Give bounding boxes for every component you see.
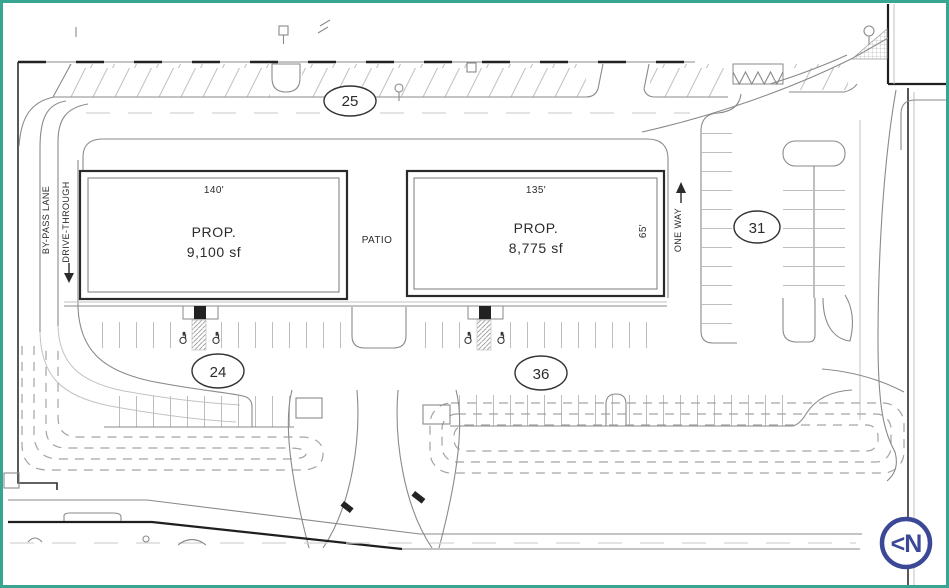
building-2-entrance [467,305,504,351]
drive-through-label: DRIVE-THROUGH [61,181,71,262]
drive-through-queue-lanes [21,346,905,474]
angled-stalls [650,64,726,97]
east-parking-lot: 31 [700,93,861,420]
stall-island [271,63,301,93]
one-way-lane: ONE WAY [673,182,686,252]
building-2-label: PROP. [514,220,559,236]
north-arrow-icon: <N [879,516,933,570]
north-label: <N [891,530,922,558]
utility-pad [422,404,451,425]
east-road [877,88,946,585]
angled-stalls [790,64,848,90]
building-1-label: PROP. [192,224,237,240]
building-2-width-dim: 135' [526,185,546,196]
bypass-lane-label: BY-PASS LANE [41,186,51,254]
south-center-count: 36 [533,366,550,383]
driveway-islands [287,389,461,549]
crosswalk [476,319,492,351]
northeast-entrance [641,4,946,133]
light-pole-icon [75,19,477,101]
building-1: 140' PROP. 9,100 sf [78,169,349,301]
up-arrow-icon [676,182,686,203]
central-parking-rows: 24 36 [96,305,853,428]
south-west-count: 24 [210,364,227,381]
building-2: 135' PROP. 8,775 sf 65' [405,169,666,298]
north-row-count: 25 [342,93,359,110]
stall-island [605,393,627,427]
parking-count-bubble [514,355,568,391]
pole-icon [863,25,875,37]
east-lot-count: 31 [749,220,766,237]
property-boundary [17,60,695,490]
parking-count-bubble [191,353,245,389]
down-arrow-icon [64,263,74,283]
crosswalk [191,319,207,351]
south-road [3,472,862,551]
parking-island [782,140,846,167]
building-2-depth-dim: 65' [638,224,649,238]
north-parking-row: 25 [52,19,858,117]
angled-stalls [64,64,270,97]
building-2-area: 8,775 sf [509,240,564,256]
parking-count-bubble [323,85,377,117]
site-plan-drawing: 25 BY-PASS LANE DRIVE-THROUGH [3,4,946,585]
building-1-width-dim: 140' [204,185,224,196]
building-sidewalk [64,138,669,349]
building-1-entrance [182,305,219,351]
parking-count-bubble [733,210,781,244]
one-way-label: ONE WAY [673,208,683,252]
utility-pad [295,397,323,419]
building-1-area: 9,100 sf [187,244,242,260]
patio-label: PATIO [362,235,393,246]
cart-corral [732,63,784,86]
